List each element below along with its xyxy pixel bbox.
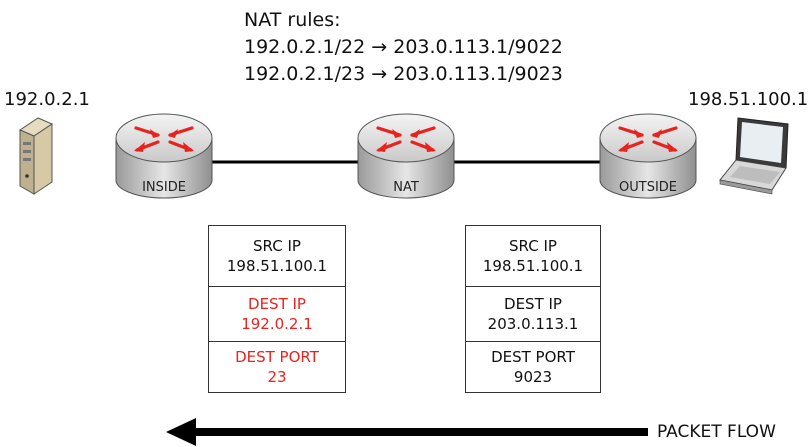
packet-header-outside: SRC IP 198.51.100.1 DEST IP 203.0.113.1 … (465, 225, 601, 393)
laptop-icon (719, 117, 789, 195)
server-ip-label: 192.0.2.1 (4, 89, 90, 110)
src-ip-value: 198.51.100.1 (226, 257, 328, 275)
packet-flow-label: PACKET FLOW (657, 422, 776, 442)
nat-rule-2-arrow: → (371, 63, 388, 85)
src-ip-value: 198.51.100.1 (482, 257, 584, 275)
nat-rule-2-from: 192.0.2.1/23 (244, 63, 366, 85)
router-nat-icon (357, 113, 455, 199)
dest-port-cell: DEST PORT 9023 (466, 341, 600, 392)
nat-rule-1-arrow: → (371, 36, 388, 58)
packet-flow-arrow (166, 418, 648, 446)
router-inside-icon (115, 113, 213, 199)
dest-ip-label: DEST IP (504, 294, 562, 313)
dest-ip-cell: DEST IP 203.0.113.1 (466, 286, 600, 341)
src-ip-label: SRC IP (253, 236, 301, 255)
nat-rule-2: 192.0.2.1/23 → 203.0.113.1/9023 (244, 65, 563, 84)
src-ip-cell: SRC IP 198.51.100.1 (209, 226, 345, 286)
router-inside-label: INSIDE (142, 180, 186, 195)
router-outside-icon (599, 113, 697, 199)
dest-port-value: 9023 (513, 368, 553, 386)
nat-rule-1: 192.0.2.1/22 → 203.0.113.1/9022 (244, 38, 563, 57)
dest-port-value: 23 (267, 368, 287, 386)
packet-header-inside: SRC IP 198.51.100.1 DEST IP 192.0.2.1 DE… (208, 225, 346, 393)
dest-port-label: DEST PORT (235, 347, 319, 366)
nat-rule-1-from: 192.0.2.1/22 (244, 36, 366, 58)
dest-ip-label: DEST IP (248, 294, 306, 313)
nat-rule-2-to: 203.0.113.1/9023 (393, 63, 563, 85)
dest-port-label: DEST PORT (491, 347, 575, 366)
dest-ip-cell: DEST IP 192.0.2.1 (209, 286, 345, 341)
dest-ip-value: 192.0.2.1 (241, 315, 313, 333)
router-nat-label: NAT (393, 180, 419, 195)
dest-port-cell: DEST PORT 23 (209, 341, 345, 392)
server-icon (18, 117, 54, 195)
laptop-ip-label: 198.51.100.1 (688, 89, 809, 110)
router-outside-label: OUTSIDE (619, 180, 677, 195)
nat-rules-title: NAT rules: (244, 9, 341, 31)
dest-ip-value: 203.0.113.1 (487, 315, 579, 333)
src-ip-cell: SRC IP 198.51.100.1 (466, 226, 600, 286)
nat-rule-1-to: 203.0.113.1/9022 (393, 36, 563, 58)
src-ip-label: SRC IP (509, 236, 557, 255)
